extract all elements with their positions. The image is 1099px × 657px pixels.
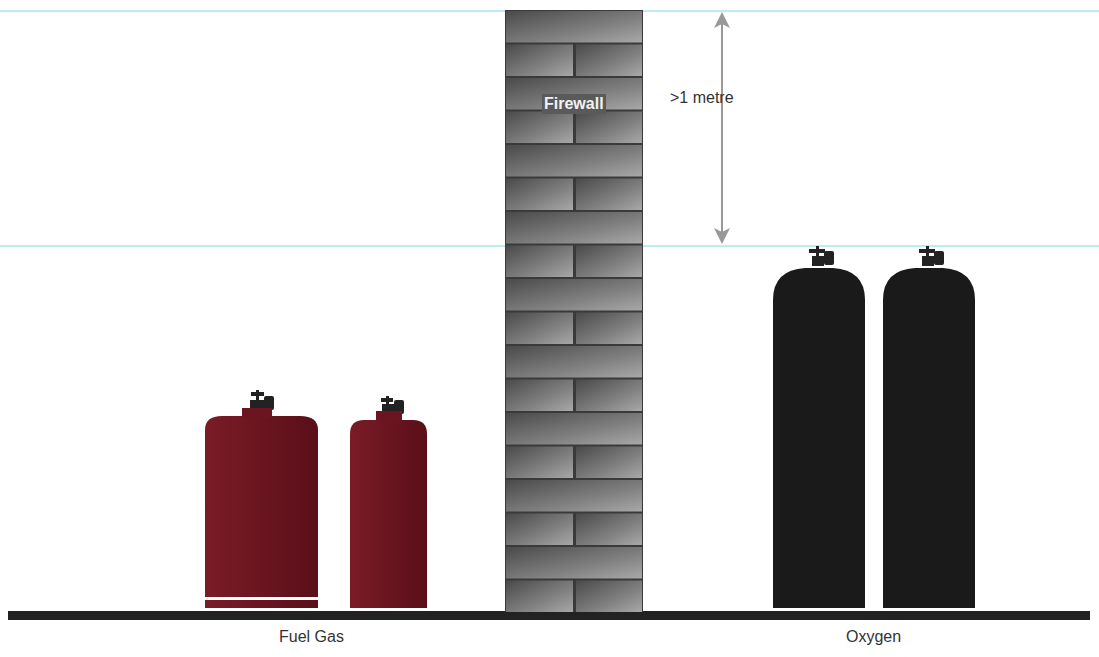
cylinder-label: Oxygen (846, 628, 901, 646)
cylinder-label: Fuel Gas (279, 628, 344, 646)
oxygen-cylinder (883, 246, 975, 608)
fuel-gas-cylinder (205, 390, 318, 608)
wall-label: Firewall (542, 94, 606, 114)
firewall: Firewall (505, 10, 643, 612)
ground-line (8, 611, 1090, 620)
fuel-gas-cylinder (350, 396, 427, 608)
oxygen-cylinder (773, 246, 865, 608)
dimension-arrow (714, 12, 730, 244)
dimension-label: >1 metre (670, 89, 734, 107)
